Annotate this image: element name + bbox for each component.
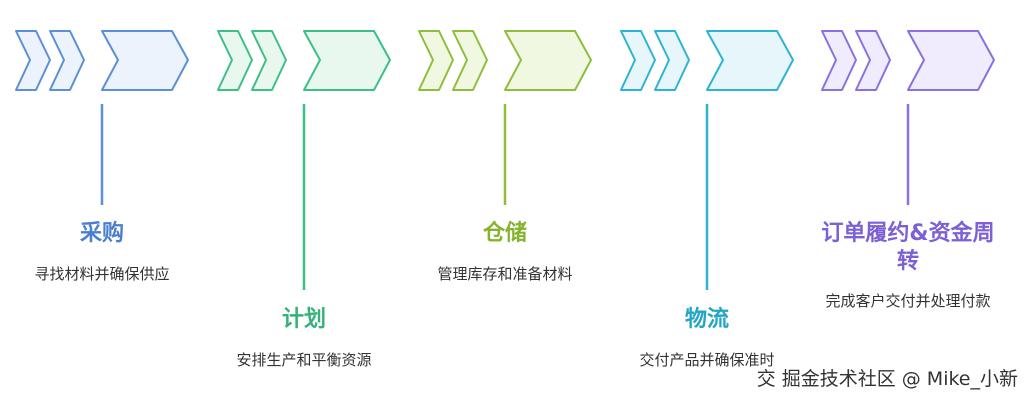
stage-description-1: 寻找材料并确保供应 <box>34 265 170 283</box>
stage-arrows-5 <box>821 30 995 91</box>
chevron-medium <box>251 30 287 91</box>
stage-arrows-2 <box>217 30 391 91</box>
stage-description-4: 交付产品并确保准时 <box>639 351 775 369</box>
chevron-small <box>418 30 454 91</box>
chevron-large <box>706 30 794 91</box>
chevron-medium <box>654 30 690 91</box>
stage-arrows-4 <box>620 30 794 91</box>
chevron-large <box>907 30 995 91</box>
chevron-medium <box>855 30 891 91</box>
chevron-small <box>620 30 656 91</box>
chevron-large <box>101 30 189 91</box>
chevron-large <box>504 30 592 91</box>
stage-arrows-1 <box>15 30 189 91</box>
chevron-small <box>15 30 51 91</box>
chevron-small <box>821 30 857 91</box>
stage-label-2: 计划 <box>281 307 326 332</box>
stage-arrows-3 <box>418 30 592 91</box>
chevron-small <box>217 30 253 91</box>
stage-description-5: 完成客户交付并处理付款 <box>825 292 991 310</box>
chevron-medium <box>49 30 85 91</box>
stage-label-5: 订单履约&资金周转 <box>821 221 995 274</box>
stage-label-3: 仓储 <box>482 221 527 246</box>
stage-label-4: 物流 <box>684 307 729 332</box>
chevron-medium <box>452 30 488 91</box>
stage-label-1: 采购 <box>79 221 124 246</box>
watermark: 交 掘金技术社区 @ Mike_小新 <box>756 368 1018 390</box>
stage-description-2: 安排生产和平衡资源 <box>236 351 372 369</box>
chevron-large <box>303 30 391 91</box>
stage-description-3: 管理库存和准备材料 <box>437 265 573 283</box>
